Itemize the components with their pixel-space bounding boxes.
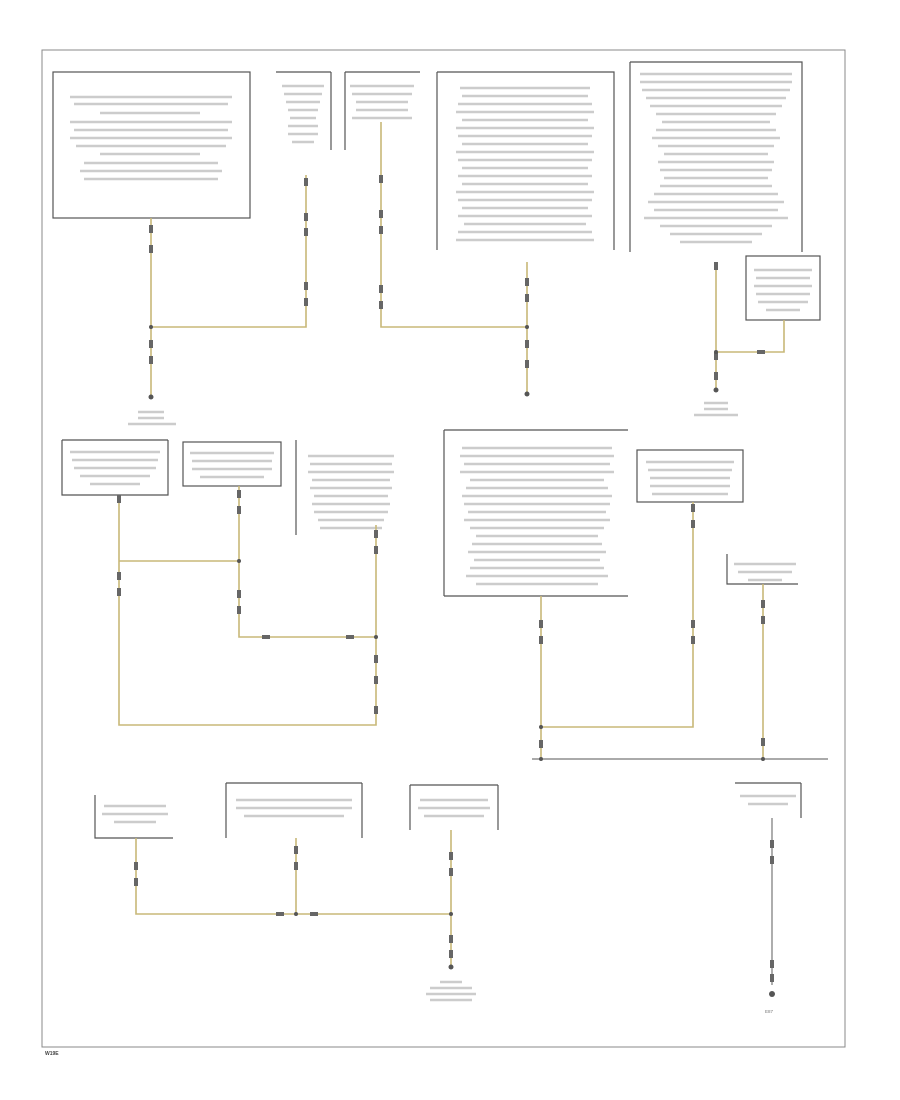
wire-bottom-right	[769, 818, 775, 997]
figure-id-label: W19E	[45, 1051, 59, 1057]
terminal-end-label: E87	[765, 1009, 774, 1014]
component-block-small-middle-right	[726, 554, 798, 585]
component-block-multiple-components-center	[436, 71, 615, 250]
wires-top-right	[713, 262, 785, 393]
component-block-small-right	[745, 255, 821, 321]
component-block-seat-module	[182, 441, 282, 487]
component-block-multiple-components-right	[629, 61, 803, 252]
ground-label-right	[694, 401, 738, 417]
component-block-bottom-center	[409, 784, 499, 830]
component-block-bottom-left	[94, 795, 173, 839]
component-block-power-mirror-switch	[344, 71, 420, 150]
component-block-front-electronic-module	[52, 71, 251, 219]
ground-label-bottom	[426, 980, 476, 1002]
component-block-steering-sensor	[276, 71, 332, 150]
wires-middle-left	[117, 486, 378, 726]
component-block-multiple-middle-left	[295, 440, 394, 535]
component-block-bottom-center-left	[225, 782, 363, 838]
component-block-right-door-module	[636, 449, 744, 503]
diagram-frame	[41, 49, 846, 1048]
component-block-multiple-middle-center	[443, 429, 628, 597]
wires-bottom	[134, 830, 454, 970]
ground-label-left	[128, 410, 176, 426]
component-block-left-door-module	[61, 439, 169, 496]
wires-top-center	[379, 122, 530, 397]
wires-middle-right	[532, 502, 828, 761]
component-block-bottom-right	[735, 782, 802, 818]
wires-top-left	[148, 175, 308, 400]
